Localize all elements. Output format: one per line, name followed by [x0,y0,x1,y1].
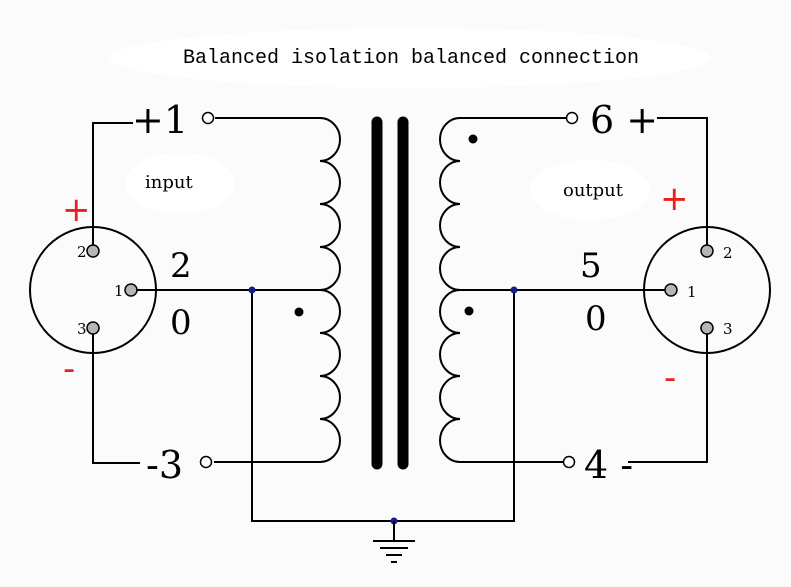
input-pin-1 [124,283,138,297]
output-pin-2 [700,244,714,258]
input-wire-negative [92,334,140,464]
secondary-coil [439,117,461,463]
output-pin-3 [700,321,714,335]
input-plus-sign: + [62,190,91,230]
output-pin-1 [664,283,678,297]
output-pin-1-label: 1 [687,283,697,301]
output-wire-positive [657,117,708,245]
input-pin-2 [86,244,100,258]
terminal-2-label: 2 [170,246,192,286]
output-wire-negative [628,334,708,463]
output-minus-sign: - [664,358,676,398]
ground-wire [251,290,515,522]
secondary-dot-center [464,306,474,316]
primary-dot [294,307,304,317]
diagram-title: Balanced isolation balanced connection [183,47,639,70]
input-label-highlight [125,153,235,213]
secondary-dot-top [468,134,478,144]
output-label-highlight [530,160,650,220]
terminal-6-label: 6 + [590,98,658,142]
junction-input [248,286,256,294]
ground-icon [373,521,415,563]
input-pin-3 [86,321,100,335]
terminal-4 [562,455,576,469]
terminal-0-input-label: 0 [170,303,192,343]
terminal-5-label: 5 [580,246,602,286]
title-highlight [110,28,710,88]
input-label: input [145,172,193,193]
terminal-3-label: -3 [146,443,183,487]
junction-output [510,286,518,294]
input-pin-2-label: 2 [77,243,87,261]
input-pin-3-label: 3 [77,320,87,338]
terminal-1 [201,111,215,125]
input-pin-1-label: 1 [114,282,124,300]
output-plus-sign: + [660,179,689,219]
terminal-3 [199,455,213,469]
input-minus-sign: - [63,349,75,389]
primary-coil [319,117,341,463]
terminal-4-label: 4 - [584,443,633,487]
terminal-0-output-label: 0 [585,299,607,339]
output-label: output [563,180,624,201]
output-pin-2-label: 2 [723,244,733,262]
terminal-1-label: +1 [132,98,188,142]
output-xlr-connector [643,226,771,354]
input-wire-positive [92,122,133,245]
terminal-6 [565,111,579,125]
output-pin-3-label: 3 [723,320,733,338]
